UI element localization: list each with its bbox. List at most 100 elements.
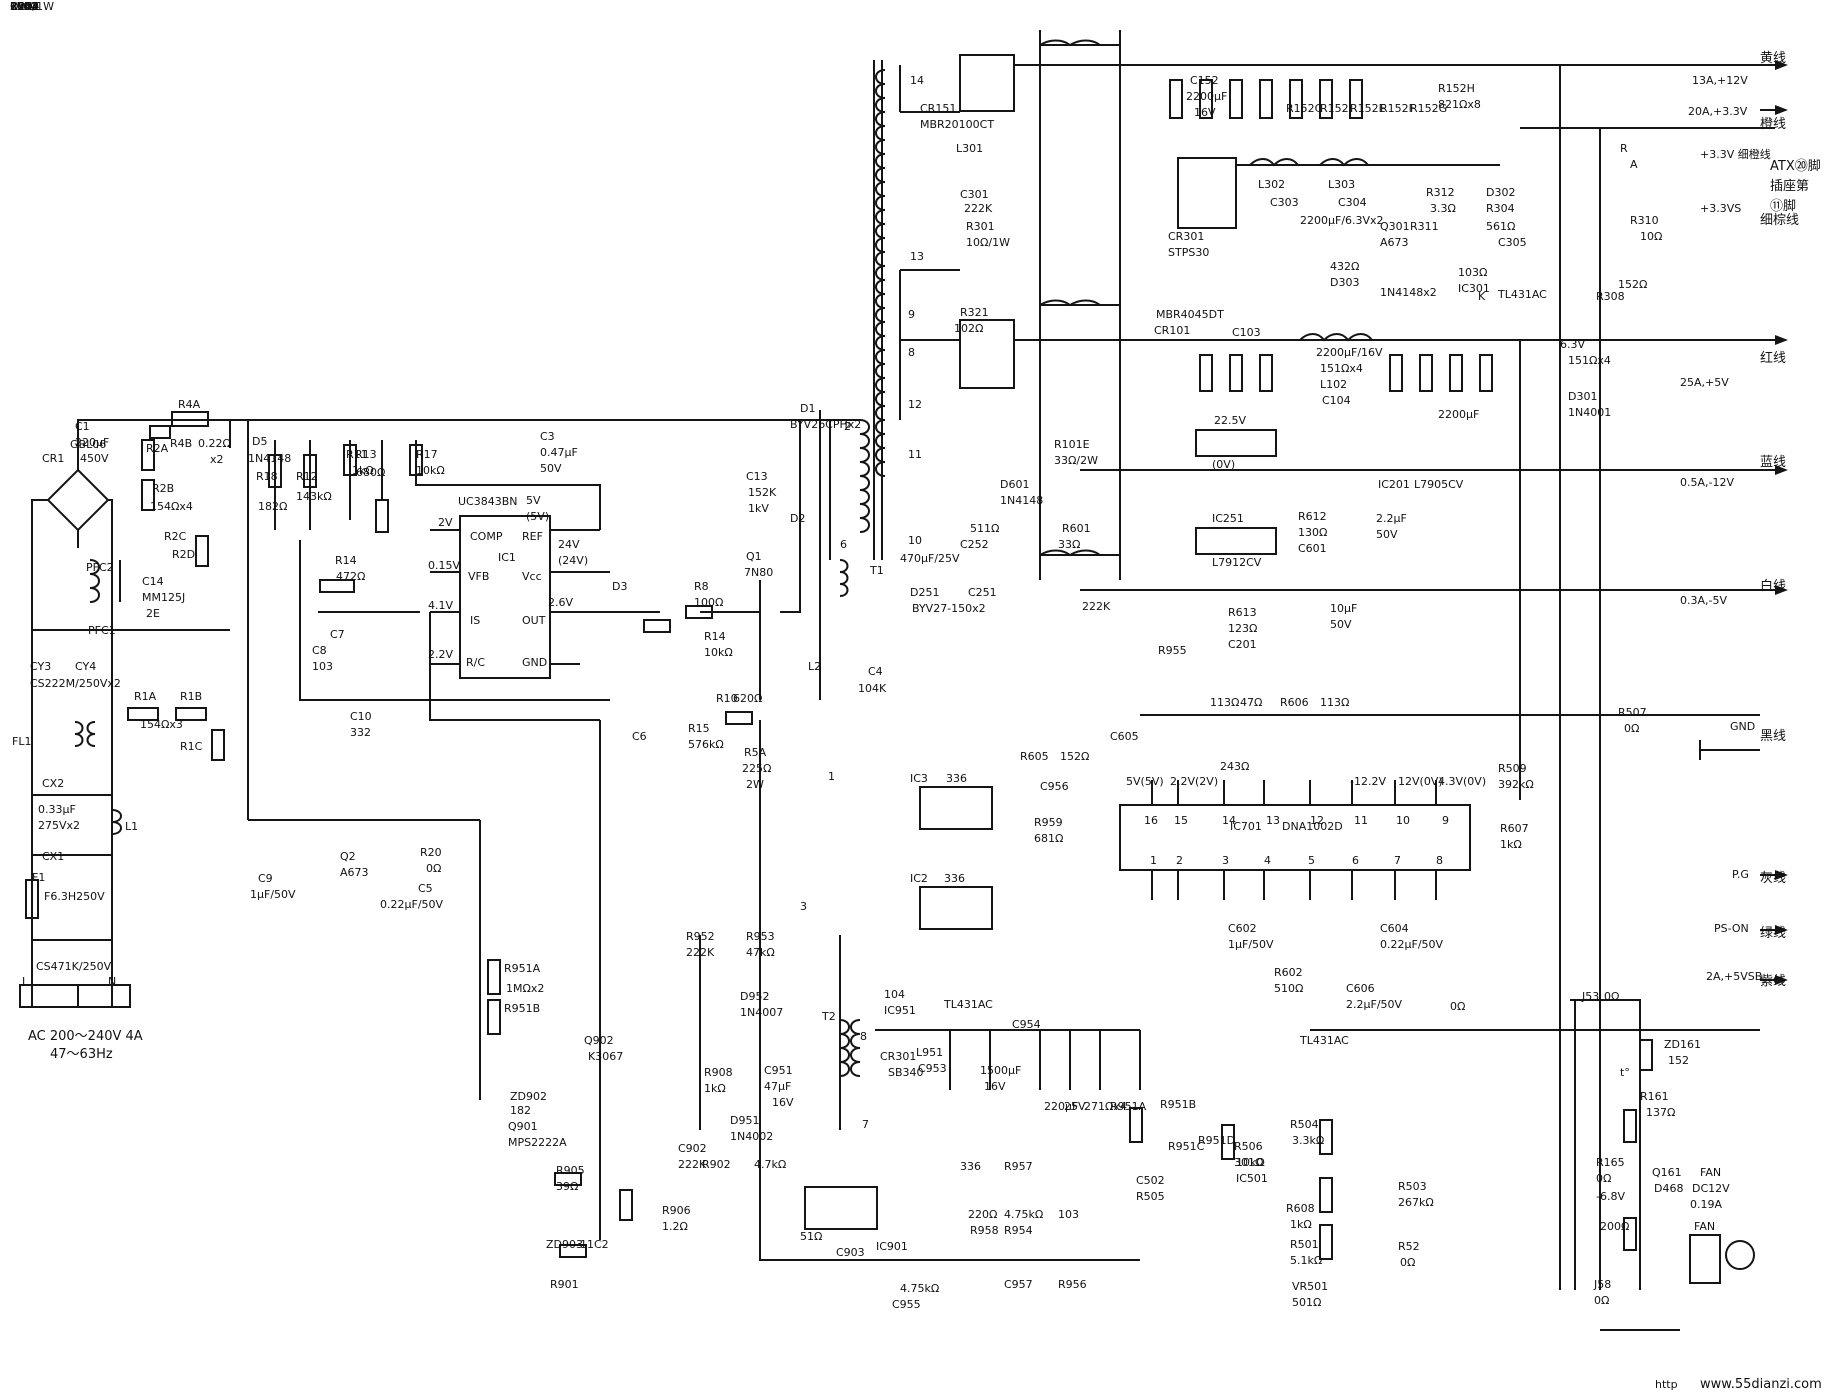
standby-label: D952 xyxy=(740,990,769,1003)
output-section-label: 6.3V xyxy=(1560,338,1585,351)
input-label: L1 xyxy=(125,820,138,833)
pwm-label: C10 xyxy=(350,710,372,723)
pwm-label: 0Ω xyxy=(426,862,441,875)
supervisor-label: 0Ω xyxy=(1450,1000,1465,1013)
output-section-label: D303 xyxy=(1330,276,1359,289)
output-section-label: IC251 xyxy=(1212,512,1244,525)
fan-label: J53 xyxy=(1581,990,1599,1003)
output-section-label: CR301 xyxy=(1168,230,1204,243)
standby-label: D951 xyxy=(730,1114,759,1127)
output-section-label: 33Ω/2W xyxy=(1054,454,1098,467)
supervisor-label: 336 xyxy=(946,772,967,785)
supervisor-label: 1 xyxy=(1150,854,1157,867)
standby-label: 39Ω xyxy=(556,1180,578,1193)
output-rating-label: 25A,+5V xyxy=(1680,376,1729,389)
pwm-label: C4 xyxy=(868,665,883,678)
output-section-label: L7905CV xyxy=(1414,478,1464,491)
transformer-label: 9 xyxy=(908,308,915,321)
supervisor-label: DNA1002D xyxy=(1282,820,1343,833)
standby-label: 267kΩ xyxy=(1398,1196,1434,1209)
standby-label: 16V xyxy=(984,1080,1006,1093)
pwm-label: 4.1V xyxy=(428,599,453,612)
pwm-label: 2W xyxy=(746,778,764,791)
output-section-label: R301 xyxy=(966,220,995,233)
supervisor-label: 681Ω xyxy=(1034,832,1063,845)
output-section-label: R152C xyxy=(1286,102,1323,115)
standby-label: L951 xyxy=(916,1046,943,1059)
output-section-label: MBR4045DT xyxy=(1156,308,1224,321)
standby-label: 103 xyxy=(1058,1208,1079,1221)
output-section-label: 33Ω xyxy=(1058,538,1080,551)
transformer-label: T1 xyxy=(869,564,884,577)
output-section-label: D601 xyxy=(1000,478,1029,491)
standby-label: 220μF xyxy=(1044,1100,1078,1113)
standby-label: R502 xyxy=(10,0,39,13)
output-section-label: L303 xyxy=(1328,178,1355,191)
atx-note-line-2: 插座第 xyxy=(1770,179,1809,194)
transformer-label: 2 xyxy=(844,420,851,433)
standby-label: 47kΩ xyxy=(746,946,775,959)
standby-label: R906 xyxy=(662,1204,691,1217)
pwm-label: 10kΩ xyxy=(416,464,445,477)
output-rating-label: GND xyxy=(1730,720,1755,733)
output-section-label: MBR20100CT xyxy=(920,118,994,131)
standby-label: 4.75kΩ xyxy=(1004,1208,1043,1221)
standby-label: IC951 xyxy=(884,1004,916,1017)
output-section-label: 511Ω xyxy=(970,522,999,535)
pwm-label: Vcc xyxy=(522,570,542,583)
standby-label: C502 xyxy=(1136,1174,1165,1187)
standby-label: ZD903 xyxy=(546,1238,583,1251)
output-rating-label: 13A,+12V xyxy=(1692,74,1748,87)
fan-label: t° xyxy=(1620,1066,1630,1079)
fan-label: 0Ω xyxy=(1594,1294,1609,1307)
output-section-label: C303 xyxy=(1270,196,1299,209)
output-section-label: D301 xyxy=(1568,390,1597,403)
output-section-label: R310 xyxy=(1630,214,1659,227)
output-section-label: 432Ω xyxy=(1330,260,1359,273)
standby-label: R951A xyxy=(1110,1100,1147,1113)
transformer-label: 8 xyxy=(908,346,915,359)
standby-label: R951B xyxy=(1160,1098,1196,1111)
input-label: PFC1 xyxy=(88,624,116,637)
pwm-label: C3 xyxy=(540,430,555,443)
input-label: FL1 xyxy=(12,735,31,748)
pwm-label: C7 xyxy=(330,628,345,641)
output-section-label: C252 xyxy=(960,538,989,551)
standby-label: R504 xyxy=(1290,1118,1319,1131)
output-section-label: R955 xyxy=(1158,644,1187,657)
standby-label: 182 xyxy=(510,1104,531,1117)
pwm-label: D5 xyxy=(252,435,267,448)
supervisor-label: IC2 xyxy=(910,872,928,885)
supervisor-label: -12.2V xyxy=(1350,775,1386,788)
standby-label: C957 xyxy=(1004,1278,1033,1291)
output-section-label: R312 xyxy=(1426,186,1455,199)
standby-label: ZD902 xyxy=(510,1090,547,1103)
supervisor-label: 15 xyxy=(1174,814,1188,827)
pwm-label: L2 xyxy=(808,660,821,673)
supervisor-label: 14 xyxy=(1222,814,1236,827)
transformer-label: 8 xyxy=(860,1030,867,1043)
output-section-label: R601 xyxy=(1062,522,1091,535)
fan-label: D468 xyxy=(1654,1182,1683,1195)
fan-label: Q161 xyxy=(1652,1166,1682,1179)
output-section-label: R613 xyxy=(1228,606,1257,619)
standby-label: 47μF xyxy=(764,1080,791,1093)
transformer-label: 13 xyxy=(910,250,924,263)
atx-note: ATX⑳脚 插座第 ⑪脚 xyxy=(1770,158,1821,214)
standby-label: Q901 xyxy=(508,1120,538,1133)
pwm-label: 182Ω xyxy=(258,500,287,513)
transformer-label: 12 xyxy=(908,398,922,411)
supervisor-label: 0Ω xyxy=(1624,722,1639,735)
supervisor-label: 113Ω xyxy=(1320,696,1349,709)
standby-label: C951 xyxy=(764,1064,793,1077)
pwm-label: 2.6V xyxy=(548,596,573,609)
pwm-label: GND xyxy=(522,656,547,669)
standby-label: R608 xyxy=(1286,1202,1315,1215)
supervisor-label: 2 xyxy=(1176,854,1183,867)
pwm-label: 152K xyxy=(748,486,777,499)
standby-label: R501 xyxy=(1290,1238,1319,1251)
output-section-label: R304 xyxy=(1486,202,1515,215)
pwm-label: 0.22μF/50V xyxy=(380,898,444,911)
fan-label: 152 xyxy=(1668,1054,1689,1067)
supervisor-label: 47Ω xyxy=(1240,696,1262,709)
